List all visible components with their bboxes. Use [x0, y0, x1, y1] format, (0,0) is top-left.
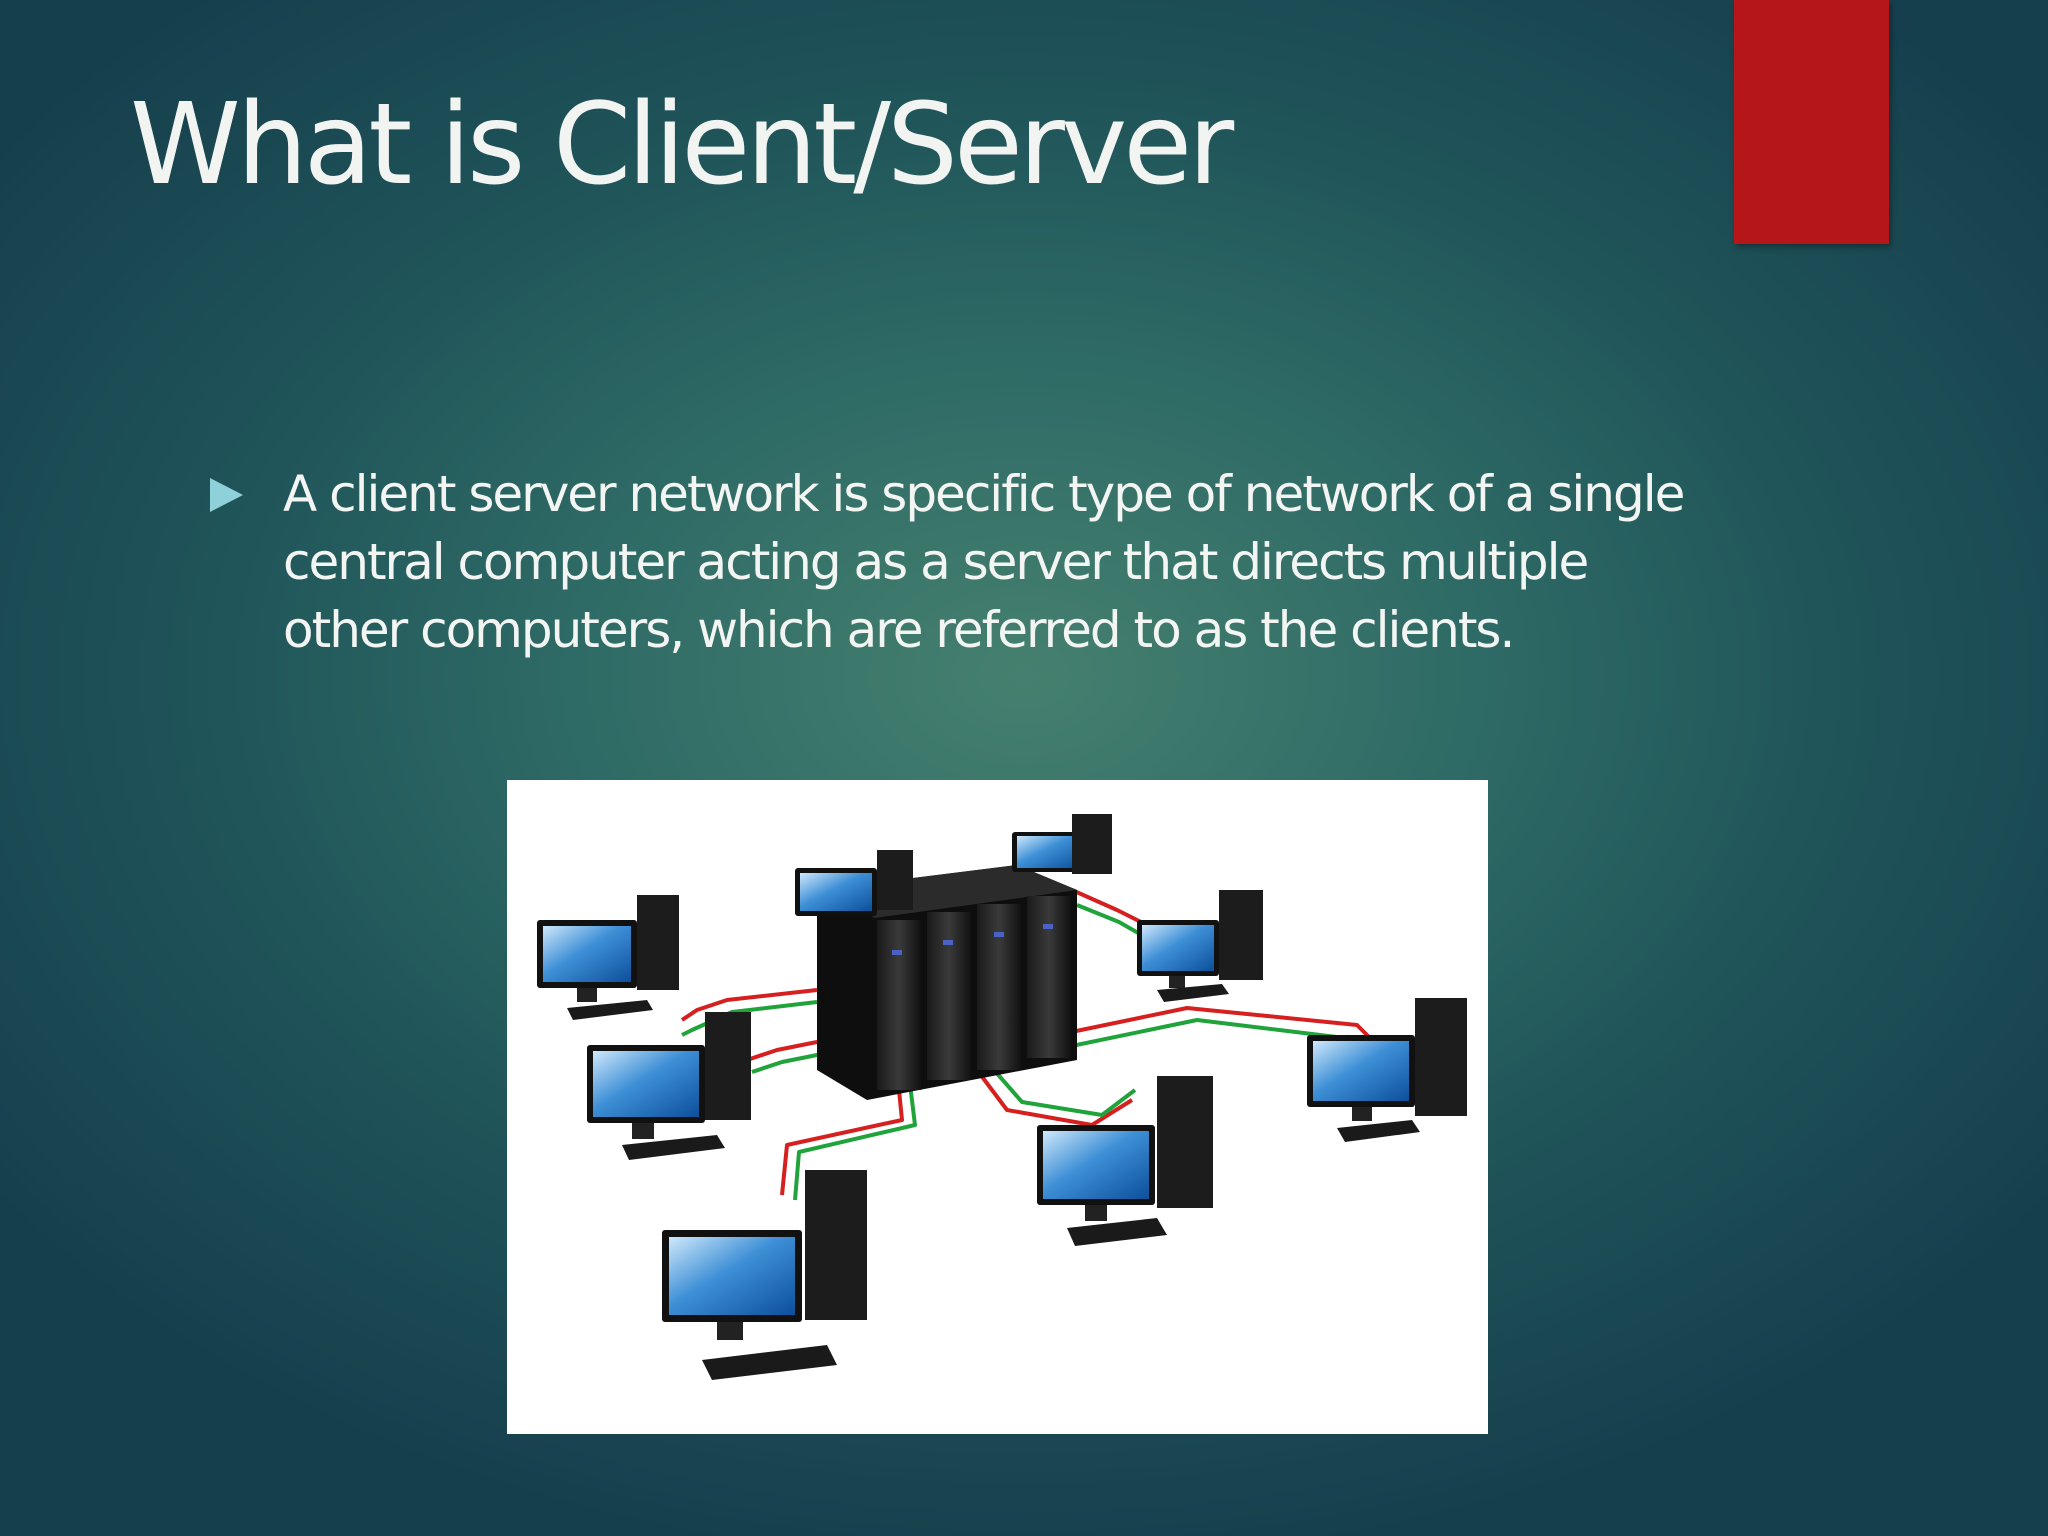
client-computer	[662, 1170, 867, 1380]
client-computer	[1307, 998, 1467, 1142]
client-computer	[537, 895, 679, 1020]
client-computer	[1037, 1076, 1213, 1246]
client-computer	[795, 850, 913, 916]
client-computer	[1012, 814, 1112, 874]
slide-title: What is Client/Server	[130, 80, 1234, 210]
server-rack	[817, 865, 1077, 1100]
network-image	[507, 780, 1488, 1434]
client-server-network-icon	[537, 814, 1467, 1380]
bullet-text: A client server network is specific type…	[283, 465, 1685, 659]
accent-bar	[1734, 0, 1889, 244]
triangle-bullet-icon	[210, 478, 243, 512]
client-computer	[587, 1012, 751, 1160]
client-computer	[1137, 890, 1263, 1002]
